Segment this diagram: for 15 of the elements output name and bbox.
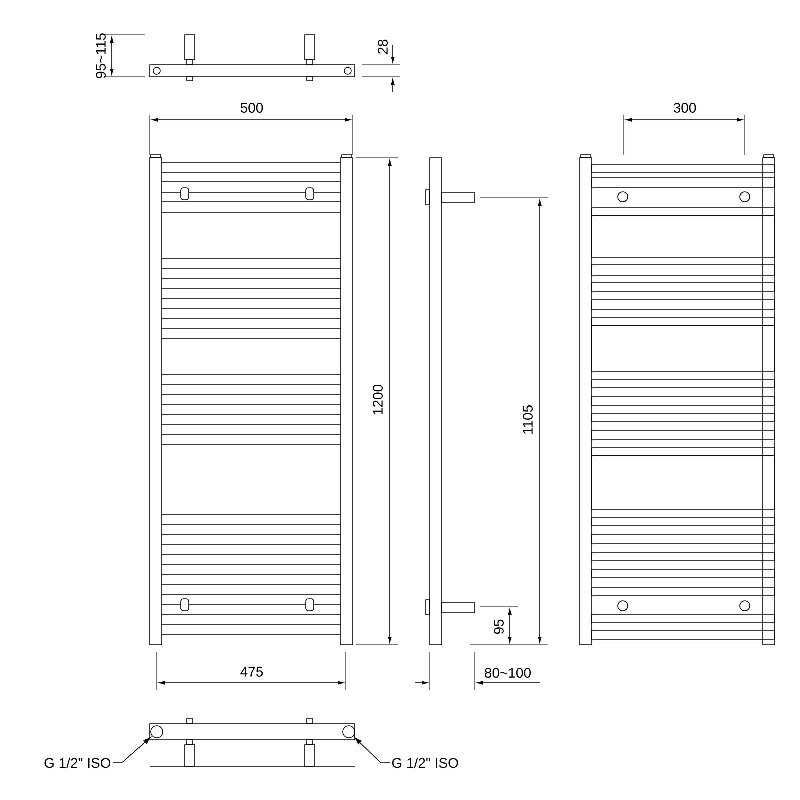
dimension-label: 1200	[373, 385, 383, 415]
pipe-connection	[342, 726, 356, 738]
thread-label: G 1/2" ISO	[44, 758, 111, 768]
leader-line	[354, 738, 390, 764]
leader-line	[112, 737, 152, 764]
dimension-label: 80~100	[485, 668, 531, 678]
dimension-label: 28	[378, 40, 388, 54]
dimension-label: 300	[674, 103, 696, 113]
dimension-label: 1105	[523, 406, 533, 434]
dimension-label: 475	[240, 667, 264, 677]
dimension-label: 500	[240, 103, 264, 113]
pipe-connection	[150, 726, 164, 738]
dimension-label: 95~115	[96, 34, 106, 78]
dimension-label: 95	[494, 620, 504, 634]
thread-label: G 1/2" ISO	[392, 758, 458, 768]
